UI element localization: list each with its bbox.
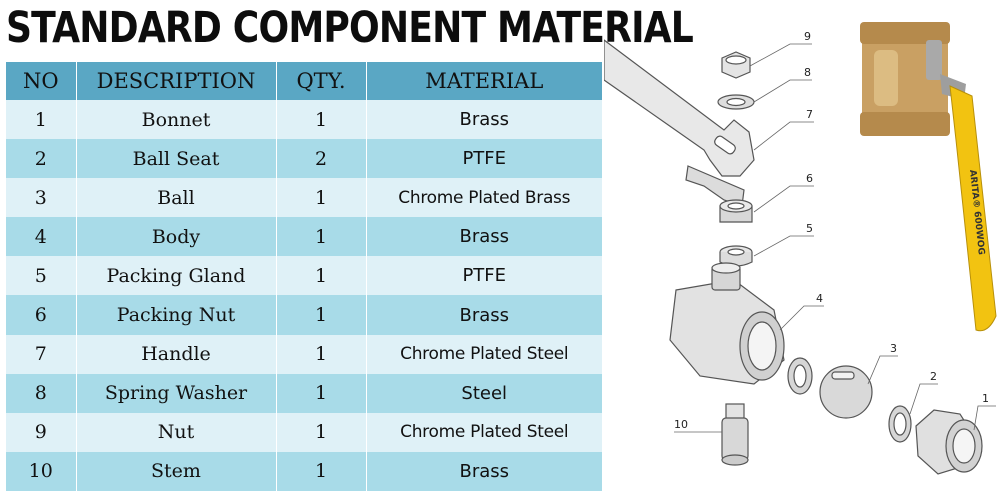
cell-qty: 1 [275,412,366,452]
callout-1: 1 [982,392,989,405]
cell-description: Handle [75,334,276,374]
cell-no: 8 [6,373,76,413]
cell-qty: 1 [275,451,366,491]
header-no: NO [6,62,76,100]
ball-part [819,365,873,419]
cell-description: Nut [75,412,276,452]
cell-no: 1 [6,100,76,140]
table-row: 4 Body 1 Brass [6,217,602,257]
cell-description: Ball [75,178,276,218]
table-row: 3 Ball 1 Chrome Plated Brass [6,178,602,218]
component-material-table: NO DESCRIPTION QTY. MATERIAL 1 Bonnet 1 … [6,62,602,491]
cell-no: 6 [6,295,76,335]
table-row: 9 Nut 1 Chrome Plated Steel [6,412,602,452]
table-row: 5 Packing Gland 1 PTFE [6,256,602,296]
packing-nut-part [719,199,753,223]
cell-qty: 1 [275,178,366,218]
cell-description: Stem [75,451,276,491]
stem-part [721,403,749,466]
cell-material: Brass [365,217,602,257]
callout-2: 2 [930,370,937,383]
bonnet-part [915,409,983,475]
cell-material: Brass [365,295,602,335]
table-row: 2 Ball Seat 2 PTFE [6,139,602,179]
cell-description: Spring Washer [75,373,276,413]
cell-description: Bonnet [75,100,276,140]
cell-description: Packing Gland [75,256,276,296]
body-part [669,262,785,385]
cell-material: PTFE [365,139,602,179]
cell-qty: 2 [275,139,366,179]
cell-qty: 1 [275,256,366,296]
callout-3: 3 [890,342,897,355]
cell-qty: 1 [275,217,366,257]
exploded-valve-diagram: 9 8 7 6 5 4 3 2 1 10 ARITA® 600WOG [603,0,1000,500]
table-row: 1 Bonnet 1 Brass [6,100,602,140]
callout-8: 8 [804,66,811,79]
callout-7: 7 [806,108,813,121]
valve-product-photo: ARITA® 600WOG [860,22,997,332]
cell-no: 10 [6,451,76,491]
cell-description: Body [75,217,276,257]
handle-part [603,38,755,207]
header-qty: QTY. [275,62,366,100]
cell-description: Packing Nut [75,295,276,335]
cell-no: 9 [6,412,76,452]
header-description: DESCRIPTION [75,62,276,100]
cell-no: 7 [6,334,76,374]
table-row: 6 Packing Nut 1 Brass [6,295,602,335]
cell-material: Chrome Plated Brass [365,178,602,218]
callout-9: 9 [804,30,811,43]
yellow-handle [949,85,997,332]
callout-5: 5 [806,222,813,235]
cell-qty: 1 [275,334,366,374]
cell-description: Ball Seat [75,139,276,179]
table-row: 8 Spring Washer 1 Steel [6,373,602,413]
spring-washer-part [717,94,755,110]
table-header-row: NO DESCRIPTION QTY. MATERIAL [6,62,602,100]
callout-6: 6 [806,172,813,185]
cell-no: 2 [6,139,76,179]
cell-material: PTFE [365,256,602,296]
cell-qty: 1 [275,100,366,140]
header-material: MATERIAL [365,62,602,100]
cell-material: Steel [365,373,602,413]
cell-no: 5 [6,256,76,296]
cell-no: 3 [6,178,76,218]
cell-material: Chrome Plated Steel [365,334,602,374]
cell-material: Chrome Plated Steel [365,412,602,452]
nut-part [721,51,751,79]
cell-material: Brass [365,451,602,491]
table-row: 10 Stem 1 Brass [6,451,602,491]
table-row: 7 Handle 1 Chrome Plated Steel [6,334,602,374]
cell-no: 4 [6,217,76,257]
cell-material: Brass [365,100,602,140]
cell-qty: 1 [275,295,366,335]
cell-qty: 1 [275,373,366,413]
callout-10: 10 [674,418,688,431]
page-title: STANDARD COMPONENT MATERIAL [6,3,694,53]
callout-4: 4 [816,292,823,305]
